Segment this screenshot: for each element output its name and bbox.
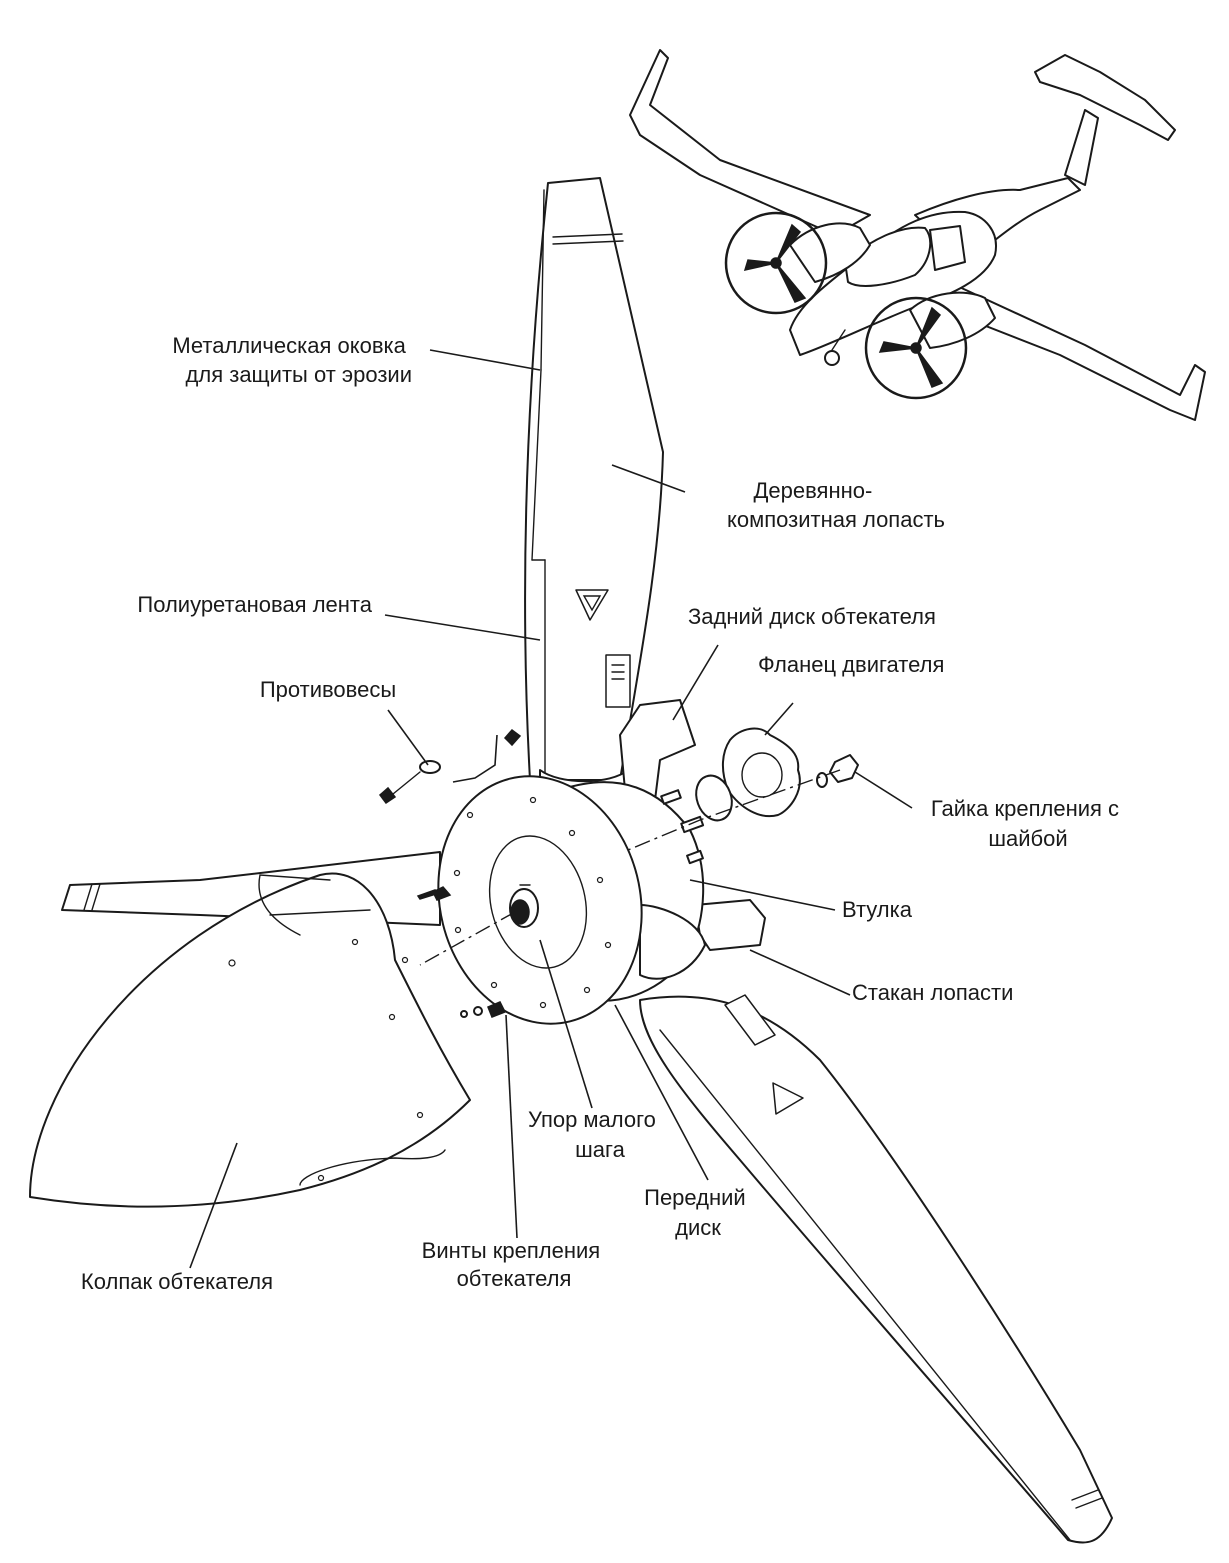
front-disc <box>437 775 643 1025</box>
label-hub: Втулка <box>842 897 913 922</box>
engine-flange <box>722 727 801 818</box>
spinner-dome <box>29 872 471 1208</box>
aircraft-inset-illustration <box>629 49 1206 421</box>
label-metal-edge: Металлическая оковка для защиты от эрози… <box>172 333 412 387</box>
nut-washer <box>816 754 859 788</box>
label-nut-washer: Гайка крепления с шайбой <box>931 796 1125 851</box>
callout-labels: Металлическая оковка для защиты от эрози… <box>81 333 1125 1294</box>
label-low-pitch-stop: Упор малого шага <box>528 1107 662 1162</box>
counterweights <box>378 728 522 805</box>
label-engine-flange: Фланец двигателя <box>758 652 944 677</box>
label-front-disc: Передний диск <box>644 1185 752 1240</box>
label-counterweights: Противовесы <box>260 677 396 702</box>
label-pu-tape: Полиуретановая лента <box>137 592 372 617</box>
spinner-holes <box>228 938 424 1182</box>
label-spinner-cap: Колпак обтекателя <box>81 1269 273 1294</box>
blade-upper <box>524 177 664 781</box>
leader-lines <box>189 349 913 1269</box>
label-blade-cup: Стакан лопасти <box>852 980 1013 1005</box>
label-spinner-screws: Винты крепления обтекателя <box>422 1238 607 1291</box>
front-disc-holes <box>453 796 612 1009</box>
blade-lower-right <box>639 995 1113 1544</box>
label-wood-blade: Деревянно- композитная лопасть <box>727 478 945 532</box>
label-rear-disc: Задний диск обтекателя <box>688 604 936 629</box>
propeller-illustration <box>29 177 1113 1544</box>
spinner-screws <box>416 886 507 1018</box>
